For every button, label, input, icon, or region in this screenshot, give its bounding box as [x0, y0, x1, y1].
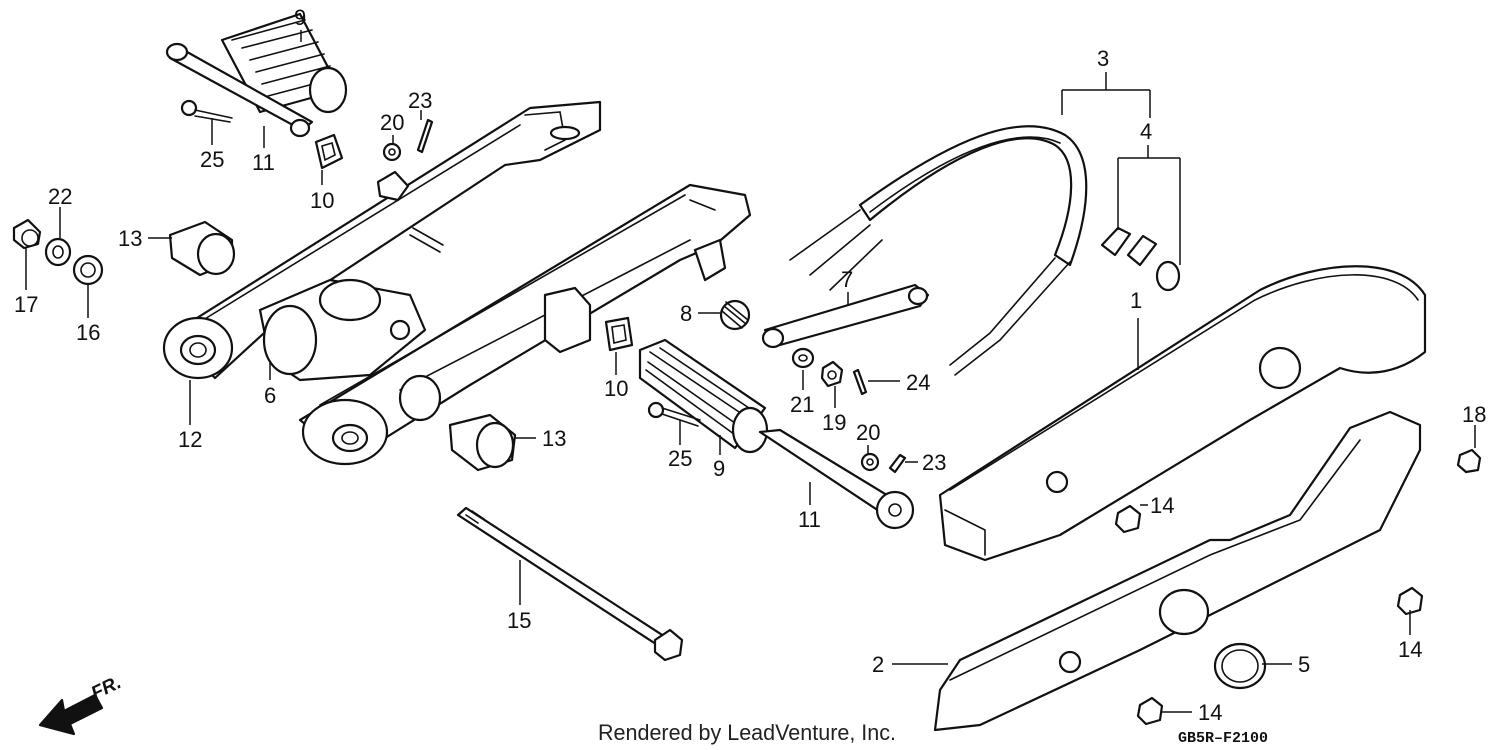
callout-9-upper: 9 [294, 5, 306, 30]
callout-18: 18 [1462, 402, 1486, 427]
callout-23-lower: 23 [922, 450, 946, 475]
leader-lines [25, 30, 1476, 713]
bolt-14-c [1136, 696, 1164, 726]
bolt-14-b [1396, 586, 1424, 616]
callout-10-lower: 10 [604, 376, 628, 401]
footpeg-pin-lower [758, 428, 915, 530]
callout-16: 16 [76, 320, 100, 345]
callout-20-upper: 20 [380, 110, 404, 135]
callout-20-lower: 20 [856, 420, 880, 445]
callout-25-upper: 25 [200, 147, 224, 172]
callout-8: 8 [680, 301, 692, 326]
bolt-18 [1456, 448, 1482, 474]
nut-19 [820, 360, 844, 388]
callout-13-lower: 13 [542, 426, 566, 451]
callout-13-upper: 13 [118, 226, 142, 251]
cotter-pin-24 [852, 368, 868, 396]
nut-upper [382, 142, 402, 162]
callout-12: 12 [178, 427, 202, 452]
link-rod [761, 283, 930, 349]
render-credit: Rendered by LeadVenture, Inc. [598, 720, 896, 745]
washer-upper [314, 133, 344, 170]
callout-5: 5 [1298, 652, 1310, 677]
long-bolt [456, 506, 684, 662]
footpeg-rubber-lower [638, 338, 769, 454]
washer-21 [791, 347, 815, 369]
callout-24: 24 [906, 370, 930, 395]
drive-chain [789, 125, 1088, 376]
callout-11-lower: 11 [798, 507, 821, 532]
cotter-pin-lower [888, 453, 907, 474]
callout-25-lower: 25 [668, 446, 692, 471]
pivot-washer [44, 237, 72, 267]
callout-15: 15 [507, 608, 531, 633]
footpeg-pin-upper [165, 42, 314, 138]
pivot-bolt [12, 218, 42, 250]
clevis-pin-upper [180, 99, 233, 123]
callout-6: 6 [264, 383, 276, 408]
clevis-pin-lower [647, 401, 701, 427]
callout-21: 21 [790, 392, 814, 417]
bolt-14-a [1114, 504, 1142, 534]
callout-10-upper: 10 [310, 188, 334, 213]
callout-1: 1 [1130, 288, 1142, 313]
callout-7: 7 [841, 267, 853, 292]
rubber-cap [1213, 642, 1267, 690]
callout-3: 3 [1097, 46, 1109, 71]
diagram-code: GB5R–F2100 [1178, 730, 1268, 747]
chain-case-lower [933, 410, 1422, 732]
swingarm [162, 100, 752, 466]
master-link [1100, 226, 1181, 292]
chain-case-upper [938, 265, 1427, 562]
callout-labels: 1 2 3 4 5 6 7 8 9 9 10 10 11 11 12 13 13… [14, 5, 1486, 725]
callout-22: 22 [48, 184, 72, 209]
callout-23-upper: 23 [408, 88, 432, 113]
cotter-pin-upper [416, 118, 434, 154]
washer-lower [604, 316, 634, 352]
bushing-lower [448, 413, 517, 472]
callout-14-b: 14 [1398, 637, 1422, 662]
callout-14-c: 14 [1198, 700, 1222, 725]
spring [719, 299, 751, 331]
bushing-upper [168, 220, 236, 277]
callout-19: 19 [822, 410, 846, 435]
nut-lower [860, 452, 880, 472]
callout-17: 17 [14, 292, 38, 317]
callout-11-upper: 11 [252, 150, 275, 175]
pivot-collar [72, 254, 104, 286]
callout-2: 2 [872, 652, 884, 677]
front-direction-arrow: FR. [38, 672, 125, 736]
callout-9-lower: 9 [713, 456, 725, 481]
callout-4: 4 [1140, 119, 1152, 144]
callout-14-a: 14 [1150, 493, 1174, 518]
front-arrow-icon [38, 693, 104, 736]
